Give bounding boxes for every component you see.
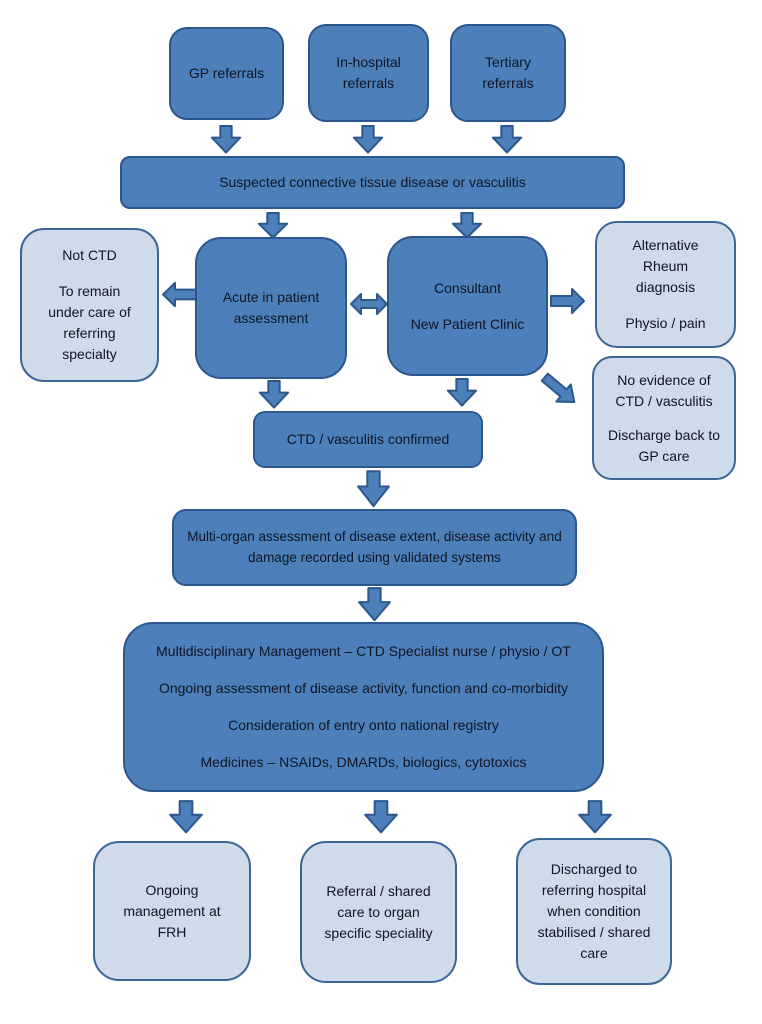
down-arrow-icon [576, 800, 614, 834]
down-arrow-icon [167, 800, 205, 834]
node-multi-organ-assessment: Multi-organ assessment of disease extent… [172, 509, 577, 586]
down-arrow-icon [362, 800, 400, 834]
node-label: Ongoing assessment of disease activity, … [158, 680, 569, 696]
node-label: Tertiary referrals [482, 54, 534, 91]
node-label: Discharged to referring hospital when co… [537, 861, 651, 961]
node-label: Not CTD [62, 247, 117, 263]
node-label: No evidence of CTD / vasculitis [615, 371, 713, 409]
node-label: CTD / vasculitis confirmed [286, 431, 450, 447]
node-label: Ongoing management at FRH [123, 881, 221, 940]
node-gp-referrals: GP referrals [169, 27, 284, 120]
node-multidisciplinary-management: Multidisciplinary Management – CTD Speci… [123, 622, 604, 792]
node-referral-shared-care: Referral / shared care to organ specific… [300, 841, 457, 983]
node-ctd-confirmed: CTD / vasculitis confirmed [253, 411, 483, 468]
node-ongoing-management-frh: Ongoing management at FRH [93, 841, 251, 981]
node-label: Acute in patient assessment [222, 289, 320, 326]
node-discharged-referring-hospital: Discharged to referring hospital when co… [516, 838, 672, 985]
down-arrow-icon [490, 125, 524, 154]
node-not-ctd: Not CTD To remain under care of referrin… [20, 228, 159, 382]
node-label: Alternative Rheum diagnosis [632, 237, 699, 295]
down-arrow-icon [256, 212, 290, 239]
node-label: New Patient Clinic [410, 315, 525, 332]
node-alternative-rheum-diagnosis: Alternative Rheum diagnosis Physio / pai… [595, 221, 736, 348]
node-label: In-hospital referrals [336, 54, 401, 91]
node-label: Referral / shared care to organ specific… [324, 882, 433, 941]
node-label: GP referrals [188, 65, 265, 81]
node-tertiary-referrals: Tertiary referrals [450, 24, 566, 122]
node-label: Discharge back to GP care [607, 426, 721, 464]
node-label: Consultant [434, 279, 501, 296]
down-arrow-icon [257, 380, 291, 409]
double-arrow-icon [349, 289, 389, 319]
right-arrow-icon [550, 286, 586, 316]
diagonal-arrow-icon [535, 366, 585, 414]
node-label: To remain under care of referring specia… [48, 283, 131, 362]
node-acute-inpatient-assessment: Acute in patient assessment [195, 237, 347, 379]
node-label: Suspected connective tissue disease or v… [219, 174, 526, 190]
down-arrow-icon [445, 378, 479, 407]
node-suspected-ctd: Suspected connective tissue disease or v… [120, 156, 625, 209]
node-label: Medicines – NSAIDs, DMARDs, biologics, c… [200, 754, 527, 770]
node-label: Physio / pain [625, 315, 706, 331]
down-arrow-icon [351, 125, 385, 154]
down-arrow-icon [356, 587, 393, 622]
down-arrow-icon [355, 470, 392, 508]
node-in-hospital-referrals: In-hospital referrals [308, 24, 429, 122]
node-label: Multi-organ assessment of disease extent… [187, 529, 562, 565]
node-consultant-new-patient-clinic: Consultant New Patient Clinic [387, 236, 548, 376]
down-arrow-icon [450, 212, 484, 239]
node-label: Multidisciplinary Management – CTD Speci… [156, 643, 571, 659]
down-arrow-icon [209, 125, 243, 154]
left-arrow-icon [161, 280, 197, 309]
node-no-evidence-discharge: No evidence of CTD / vasculitis Discharg… [592, 356, 736, 480]
node-label: Consideration of entry onto national reg… [228, 717, 499, 733]
